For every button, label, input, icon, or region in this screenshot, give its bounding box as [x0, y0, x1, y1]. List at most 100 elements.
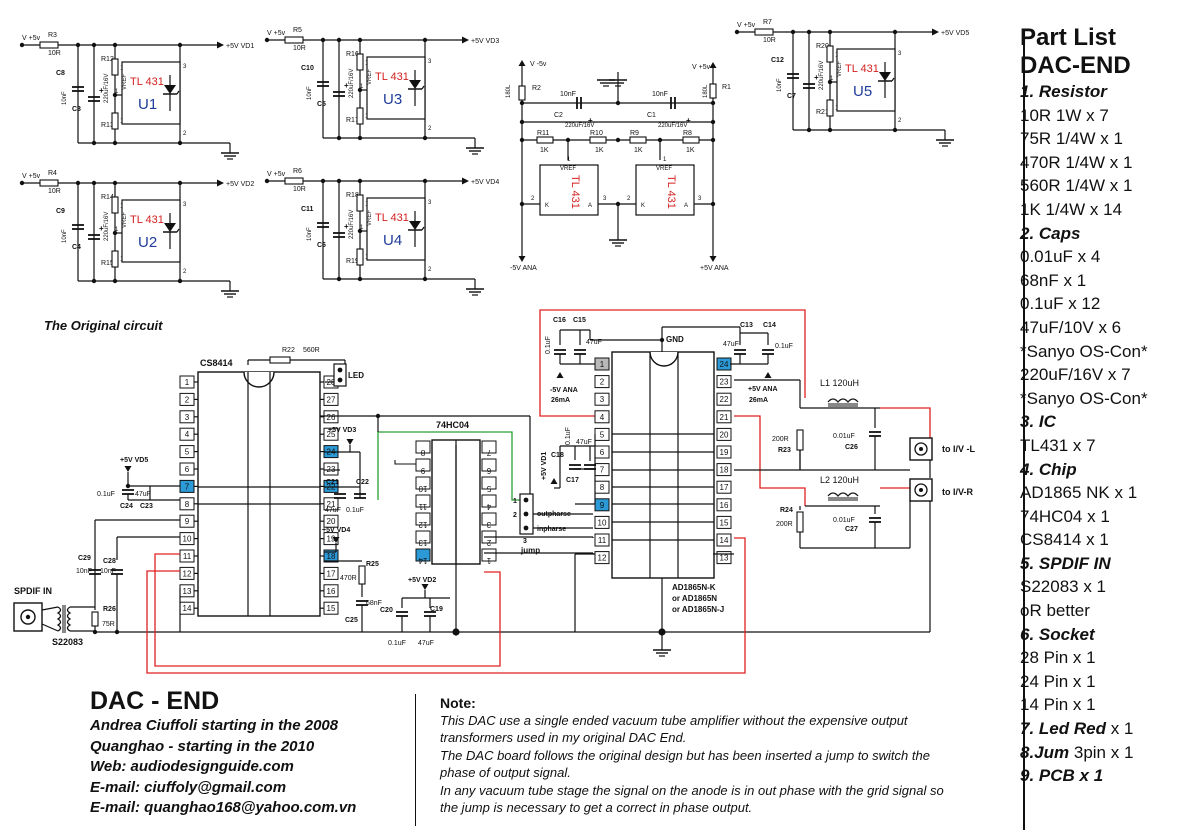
label: to I/V -L [942, 444, 975, 454]
label: C19 [430, 606, 443, 613]
junction-dot [519, 119, 525, 125]
pin-number: 8 [420, 448, 425, 457]
pin-number: 12 [183, 569, 192, 578]
label: 1 [360, 225, 364, 231]
pin-number: 14 [418, 556, 427, 565]
label: 75R [102, 621, 115, 628]
inductor-coil [827, 492, 859, 498]
parts-item: 74HC04 x 1 [1020, 506, 1110, 526]
wire [394, 460, 416, 465]
label: +5V ANA [748, 386, 778, 393]
label: C3 [72, 106, 81, 113]
resistor [111, 196, 119, 214]
chip-designator: U1 [138, 96, 157, 113]
tl431-label: TL 431 [130, 214, 164, 226]
resistor [826, 99, 834, 117]
junction-dot [112, 42, 118, 48]
chip-designator: U3 [383, 91, 402, 108]
led-icon[interactable] [333, 363, 347, 387]
label: S22083 [52, 637, 83, 647]
label: C8 [56, 70, 65, 77]
wire [41, 623, 59, 632]
label: VREF [837, 61, 843, 77]
pin-number: 3 [185, 413, 190, 422]
jumper-pin [523, 511, 529, 517]
pin-pad [481, 440, 497, 454]
parts-item: 220uF/16V x 7 [1020, 365, 1131, 385]
label: +5V VD1 [541, 452, 548, 480]
label: 10R [48, 188, 61, 195]
junction-dot [422, 178, 428, 184]
junction-dot [422, 37, 428, 43]
label: +5V ANA [700, 265, 729, 272]
label: V +5v [267, 30, 286, 37]
label: C17 [566, 477, 579, 484]
label: C12 [771, 57, 784, 64]
pin-pad [594, 533, 610, 547]
inductor-coil [827, 398, 859, 404]
ground-symbol [935, 139, 955, 147]
label: C2 [554, 112, 563, 119]
label: R12 [101, 56, 114, 63]
label: GND [666, 335, 684, 344]
label: R9 [630, 130, 639, 137]
junction-dot [320, 178, 326, 184]
note-block: Note: This DAC use a single ended vacuum… [440, 694, 952, 816]
pin-pad [481, 494, 497, 508]
tl431-chip [539, 164, 599, 216]
label: +5V VD1 [226, 43, 254, 50]
junction-dot [112, 278, 118, 284]
label: 3 [428, 200, 432, 206]
resistor [796, 511, 804, 533]
tl431-chip [366, 197, 426, 261]
resistor [356, 194, 364, 212]
pin-number: 9 [185, 517, 190, 526]
label: 0.1uF [346, 507, 364, 514]
label: + [814, 73, 819, 82]
junction-dot [336, 178, 342, 184]
label: 1K [634, 147, 643, 154]
label: 10R [293, 186, 306, 193]
label: + [344, 222, 349, 231]
label: 47uF [576, 439, 592, 446]
label: + [99, 86, 104, 95]
label: 1 [360, 84, 364, 90]
junction-dot [336, 276, 342, 282]
label: 10nF [560, 91, 576, 98]
junction-dot [827, 29, 833, 35]
pin-number: 27 [327, 395, 336, 404]
pin-number: 25 [327, 430, 336, 439]
label: 47uF [135, 491, 151, 498]
resistor [111, 58, 119, 76]
junction-dot [519, 137, 525, 143]
pin-number: 7 [185, 482, 190, 491]
led-pin [337, 367, 343, 373]
pin-number: 4 [185, 430, 190, 439]
label: 3 [523, 538, 527, 545]
junction-dot [422, 276, 428, 282]
label: VREF [122, 212, 128, 228]
label: R10 [590, 130, 603, 137]
pin-number: 18 [720, 466, 729, 475]
label: C5 [317, 101, 326, 108]
pin-number: 13 [720, 554, 729, 563]
label: -5V ANA [550, 387, 578, 394]
label: V -5v [530, 61, 547, 68]
pin-number: 21 [720, 413, 729, 422]
junction-dot [357, 37, 363, 43]
resistor [269, 356, 291, 364]
pin-pad [415, 530, 431, 544]
label: R11 [537, 130, 549, 137]
ground-symbol [465, 288, 485, 296]
label: inpharse [537, 526, 566, 533]
resistor [589, 136, 607, 144]
tl431-label: TL 431 [569, 175, 581, 209]
label: or AD1865N-J [672, 605, 724, 614]
junction-dot [519, 100, 525, 106]
pin-number: 5 [600, 430, 605, 439]
label: 10R [293, 45, 306, 52]
label: 1 [115, 89, 119, 95]
